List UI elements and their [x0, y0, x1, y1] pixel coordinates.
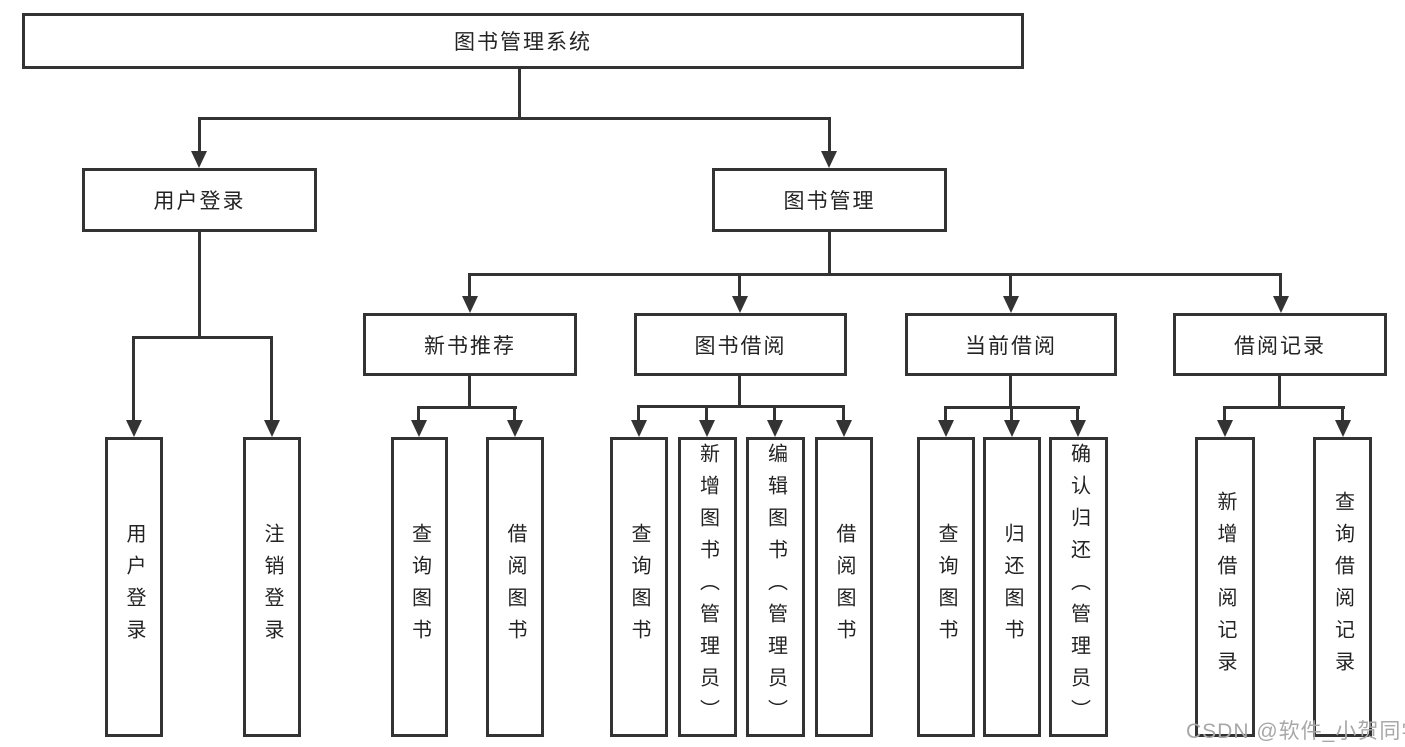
node-user-login: 用户登录	[82, 168, 317, 232]
connector-records-stem	[1278, 376, 1281, 409]
connector-borrow-branch	[637, 405, 845, 408]
connector-current-drop-2	[1010, 406, 1013, 422]
leaf-label: 新增图书（管理员）	[696, 443, 719, 731]
connector-root-stem	[518, 69, 521, 117]
arrowhead-icon	[1070, 420, 1086, 437]
connector-records-drop-2	[1341, 406, 1344, 422]
leaf-edit-book-admin: 编辑图书（管理员）	[746, 437, 805, 737]
node-label: 当前借阅	[965, 334, 1057, 358]
leaf-label: 查询借阅记录	[1331, 491, 1354, 683]
arrowhead-icon	[631, 420, 647, 437]
connector-borrow-drop-2	[705, 405, 708, 422]
node-current-borrow: 当前借阅	[905, 313, 1117, 376]
leaf-label: 归还图书	[1001, 523, 1023, 651]
connector-records-branch	[1223, 406, 1345, 409]
arrowhead-icon	[411, 420, 427, 437]
arrowhead-icon	[938, 420, 954, 437]
connector-borrow-drop-3	[773, 405, 776, 422]
connector-current-stem	[1009, 376, 1012, 409]
leaf-label: 新增借阅记录	[1214, 491, 1236, 683]
leaf-return-book: 归还图书	[983, 437, 1041, 737]
connector-recommend-branch	[417, 406, 517, 409]
connector-book-mgmt-drop-3	[1009, 273, 1012, 300]
connector-borrow-stem	[738, 376, 741, 408]
connector-root-drop-left	[198, 117, 201, 153]
connector-current-drop-3	[1076, 406, 1079, 422]
connector-user-login-drop-1	[132, 336, 135, 422]
csdn-watermark: CSDN @软件_小贺同学	[1186, 720, 1405, 743]
node-label: 用户登录	[153, 190, 246, 213]
arrowhead-icon	[767, 420, 783, 437]
leaf-label: 借阅图书	[833, 523, 855, 651]
node-new-book-recommend: 新书推荐	[363, 313, 577, 376]
arrowhead-icon	[1217, 420, 1233, 437]
connector-book-mgmt-branch	[468, 273, 1282, 276]
leaf-user-login: 用户登录	[105, 437, 163, 737]
arrowhead-icon	[126, 420, 142, 437]
leaf-query-borrow-record: 查询借阅记录	[1313, 437, 1372, 737]
connector-recommend-drop-1	[417, 406, 420, 422]
connector-recommend-drop-2	[513, 406, 516, 422]
leaf-label: 查询图书	[408, 523, 431, 651]
node-label: 图书管理系统	[454, 31, 592, 54]
arrowhead-icon	[1335, 420, 1351, 437]
arrowhead-icon	[507, 420, 523, 437]
leaf-add-book-admin: 新增图书（管理员）	[678, 437, 737, 737]
leaf-label: 确认归还（管理员）	[1067, 443, 1090, 731]
connector-book-mgmt-drop-2	[738, 273, 741, 300]
node-book-management: 图书管理	[712, 168, 947, 232]
leaf-query-books-current: 查询图书	[917, 437, 975, 737]
connector-book-mgmt-drop-1	[468, 273, 471, 300]
connector-borrow-drop-4	[842, 405, 845, 422]
node-book-borrow: 图书借阅	[634, 313, 847, 376]
connector-user-login-drop-2	[270, 336, 273, 422]
arrowhead-icon	[1273, 296, 1289, 313]
leaf-logout-login: 注销登录	[243, 437, 301, 737]
node-label: 新书推荐	[424, 334, 516, 358]
connector-book-mgmt-stem	[828, 232, 831, 276]
leaf-confirm-return-admin: 确认归还（管理员）	[1049, 437, 1108, 737]
node-label: 图书管理	[783, 190, 876, 213]
leaf-label: 查询图书	[628, 523, 650, 651]
arrowhead-icon	[836, 420, 852, 437]
leaf-label: 借阅图书	[504, 523, 526, 651]
node-label: 图书借阅	[694, 334, 787, 358]
connector-root-branch	[198, 117, 831, 120]
connector-recommend-stem	[468, 376, 471, 409]
leaf-query-books-borrow: 查询图书	[610, 437, 668, 737]
connector-root-drop-right	[828, 117, 831, 153]
node-borrow-records: 借阅记录	[1173, 313, 1387, 376]
connector-book-mgmt-drop-4	[1279, 273, 1282, 300]
arrowhead-icon	[1004, 420, 1020, 437]
leaf-borrow-books-borrow: 借阅图书	[815, 437, 873, 737]
leaf-label: 查询图书	[935, 523, 957, 651]
leaf-add-borrow-record: 新增借阅记录	[1195, 437, 1255, 737]
arrowhead-icon	[821, 151, 837, 168]
node-library-management-system: 图书管理系统	[22, 13, 1024, 69]
connector-current-drop-1	[944, 406, 947, 422]
connector-user-login-stem	[198, 232, 201, 336]
leaf-label: 编辑图书（管理员）	[764, 443, 787, 731]
arrowhead-icon	[699, 420, 715, 437]
arrowhead-icon	[462, 296, 478, 313]
leaf-query-books-recommend: 查询图书	[391, 437, 448, 737]
leaf-borrow-books-recommend: 借阅图书	[486, 437, 544, 737]
arrowhead-icon	[1003, 296, 1019, 313]
leaf-label: 用户登录	[123, 523, 145, 651]
arrowhead-icon	[191, 151, 207, 168]
connector-user-login-branch	[132, 336, 273, 339]
connector-records-drop-1	[1223, 406, 1226, 422]
arrowhead-icon	[732, 296, 748, 313]
arrowhead-icon	[264, 420, 280, 437]
connector-borrow-drop-1	[637, 405, 640, 422]
node-label: 借阅记录	[1234, 334, 1326, 358]
leaf-label: 注销登录	[261, 523, 283, 651]
